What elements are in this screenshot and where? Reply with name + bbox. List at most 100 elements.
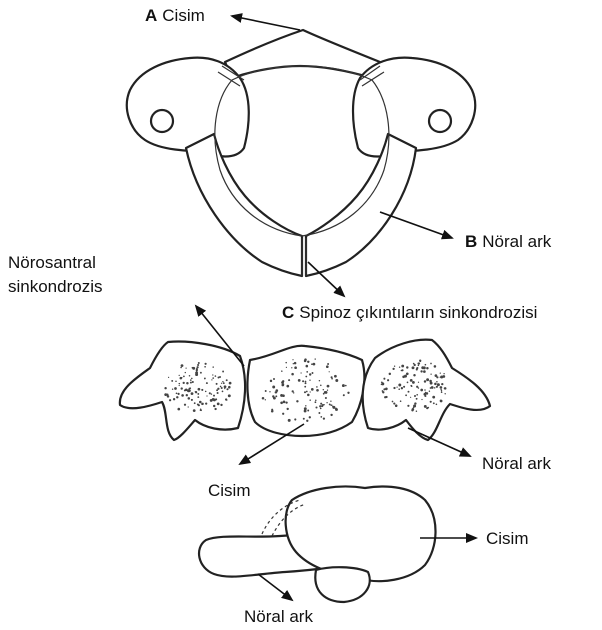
label-c-text: Spinoz çıkıntıların sinkondrozisi xyxy=(299,303,537,322)
ossification-dot xyxy=(298,379,301,382)
ossification-dot xyxy=(430,401,432,403)
ossification-dot xyxy=(441,390,442,391)
top-right-neural-arch xyxy=(306,134,416,276)
label-mid-cisim: Cisim xyxy=(208,481,251,500)
ossification-dot xyxy=(304,410,307,413)
ossification-dot xyxy=(320,385,322,387)
ossification-dot xyxy=(426,378,429,381)
ossification-dot xyxy=(191,392,194,395)
ossification-dot xyxy=(177,408,180,411)
ossification-dot xyxy=(275,395,277,397)
ossification-dot xyxy=(319,405,321,407)
ossification-dot xyxy=(210,399,213,402)
top-vertebra-body xyxy=(225,30,380,78)
ossification-dot xyxy=(169,399,171,401)
ossification-dot xyxy=(416,410,417,411)
mid-left-neural-arch xyxy=(120,342,245,440)
ossification-dot xyxy=(195,391,196,392)
ossification-dot xyxy=(418,387,420,389)
ossification-dot xyxy=(433,402,435,404)
ossification-dot xyxy=(423,370,426,373)
ossification-dot xyxy=(191,378,193,380)
ossification-dot xyxy=(303,418,305,420)
ossification-dot xyxy=(395,404,398,407)
ossification-dot xyxy=(316,389,319,392)
ossification-dot xyxy=(441,391,443,393)
ossification-dot xyxy=(412,381,415,384)
ossification-dot xyxy=(226,388,228,390)
ossification-dot xyxy=(229,382,232,385)
ossification-dot xyxy=(204,366,206,368)
label-b-text: Nöral ark xyxy=(482,232,551,251)
label-a-letter: A xyxy=(145,6,157,25)
ossification-dot xyxy=(430,374,431,375)
ossification-dot xyxy=(315,406,317,408)
ossification-dot xyxy=(174,387,177,390)
ossification-dot xyxy=(420,370,422,372)
ossification-dot xyxy=(283,401,286,404)
ossification-dot xyxy=(342,384,345,387)
ossification-dot xyxy=(307,361,309,363)
ossification-dot xyxy=(280,401,283,404)
ossification-dot xyxy=(305,376,307,378)
label-norosantral-1: Nörosantral xyxy=(8,253,96,272)
ossification-dot xyxy=(441,383,443,385)
ossification-dot xyxy=(282,413,284,415)
ossification-dot xyxy=(176,396,178,398)
ossification-dot xyxy=(393,403,395,405)
top-vertebra xyxy=(127,30,475,276)
ossification-dot xyxy=(421,366,424,369)
ossification-dot xyxy=(305,382,307,384)
ossification-dot xyxy=(392,401,394,403)
ossification-dot xyxy=(209,392,211,394)
ossification-dot xyxy=(325,391,328,394)
ossification-dot xyxy=(381,384,382,385)
ossification-dot xyxy=(320,403,322,405)
ossification-dot xyxy=(273,378,275,380)
label-bottom-noral-ark: Nöral ark xyxy=(244,607,313,626)
ossification-dot xyxy=(382,390,384,392)
ossification-dot xyxy=(309,416,311,418)
ossification-dot xyxy=(311,363,313,365)
ossification-dot xyxy=(200,372,202,374)
ossification-dot xyxy=(413,374,415,376)
ossification-dot xyxy=(416,367,418,369)
ossification-dot xyxy=(164,387,166,389)
ossification-dot xyxy=(325,397,327,399)
ossification-dot xyxy=(389,373,391,375)
ossification-dot xyxy=(205,403,207,405)
ossification-dot xyxy=(414,395,416,397)
ossification-dot xyxy=(192,367,195,370)
ossification-dot xyxy=(222,381,223,382)
ossification-dot xyxy=(186,382,188,384)
ossification-dot xyxy=(201,389,203,391)
bottom-lower-lobe xyxy=(315,567,369,602)
ossification-dot xyxy=(167,395,170,398)
ossification-dot xyxy=(193,409,196,412)
ossification-dot xyxy=(294,418,296,420)
ossification-dot xyxy=(444,393,445,394)
ossification-dot xyxy=(396,386,397,387)
top-posterior-gap xyxy=(302,238,306,276)
ossification-dot xyxy=(309,373,311,375)
ossification-dot xyxy=(205,363,207,365)
top-left-foramen xyxy=(151,110,173,132)
ossification-dot xyxy=(212,366,213,367)
ossification-dot xyxy=(181,387,183,389)
ossification-dot xyxy=(318,412,320,414)
ossification-dot xyxy=(426,407,428,409)
ossification-dot xyxy=(443,373,444,374)
ossification-dot xyxy=(335,408,338,411)
ossification-dot xyxy=(323,389,324,390)
ossification-dot xyxy=(320,416,322,418)
ossification-dot xyxy=(292,359,293,360)
ossification-dot xyxy=(197,364,199,366)
ossification-dot xyxy=(212,374,213,375)
ossification-dot xyxy=(171,380,173,382)
ossification-dot xyxy=(288,379,290,381)
ossification-dot xyxy=(283,383,284,384)
ossification-dot xyxy=(168,377,169,378)
ossification-dot xyxy=(347,392,349,394)
ossification-dot xyxy=(420,361,421,362)
